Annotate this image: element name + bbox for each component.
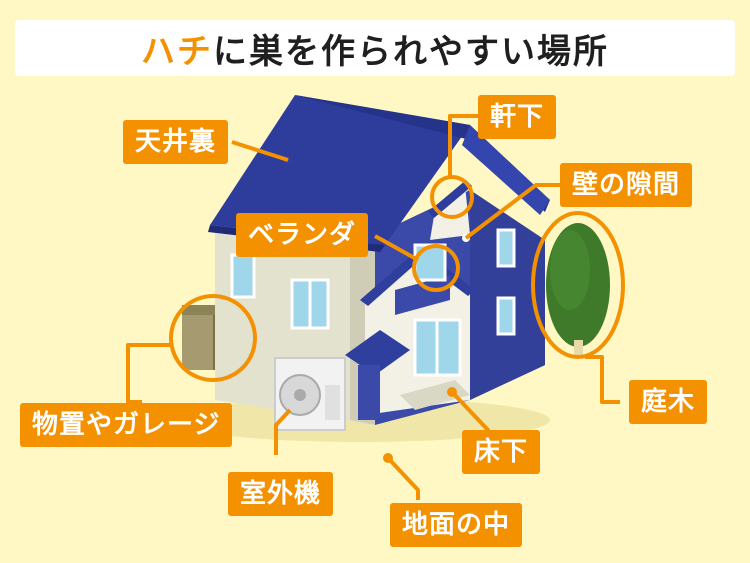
label-under-floor: 床下 (462, 430, 541, 474)
house-right-wall-shade (470, 190, 545, 400)
window-right (496, 228, 516, 336)
highlight-storage (169, 294, 257, 382)
leader-underground (386, 456, 420, 500)
ac-unit (274, 357, 346, 431)
garden-tree (546, 223, 610, 358)
label-underground: 地面の中 (390, 503, 523, 547)
title-text: に巣を作られやすい場所 (213, 31, 609, 72)
leader-ac (274, 408, 292, 455)
front-porch (345, 318, 462, 420)
title-accent: ハチ (141, 31, 213, 72)
leader-veranda (374, 234, 419, 262)
window-left-upper (230, 253, 330, 330)
leader-eaves (448, 114, 478, 177)
highlight-garden-tree (531, 211, 625, 359)
label-attic: 天井裏 (123, 120, 229, 164)
label-eaves: 軒下 (478, 95, 557, 139)
label-veranda: ベランダ (236, 213, 369, 257)
leader-wall-gap (464, 183, 568, 240)
label-wall-gap: 壁の隙間 (560, 163, 693, 207)
upper-gable (430, 185, 470, 240)
highlight-veranda (412, 244, 460, 292)
leader-storage (126, 343, 171, 404)
label-ac-unit: 室外機 (228, 472, 334, 516)
label-garden-tree: 庭木 (629, 380, 708, 424)
page-title: ハチに巣を作られやすい場所 (15, 20, 735, 76)
leader-attic (231, 140, 289, 162)
leader-garden-tree (585, 355, 620, 404)
label-storage: 物置やガレージ (20, 403, 233, 447)
